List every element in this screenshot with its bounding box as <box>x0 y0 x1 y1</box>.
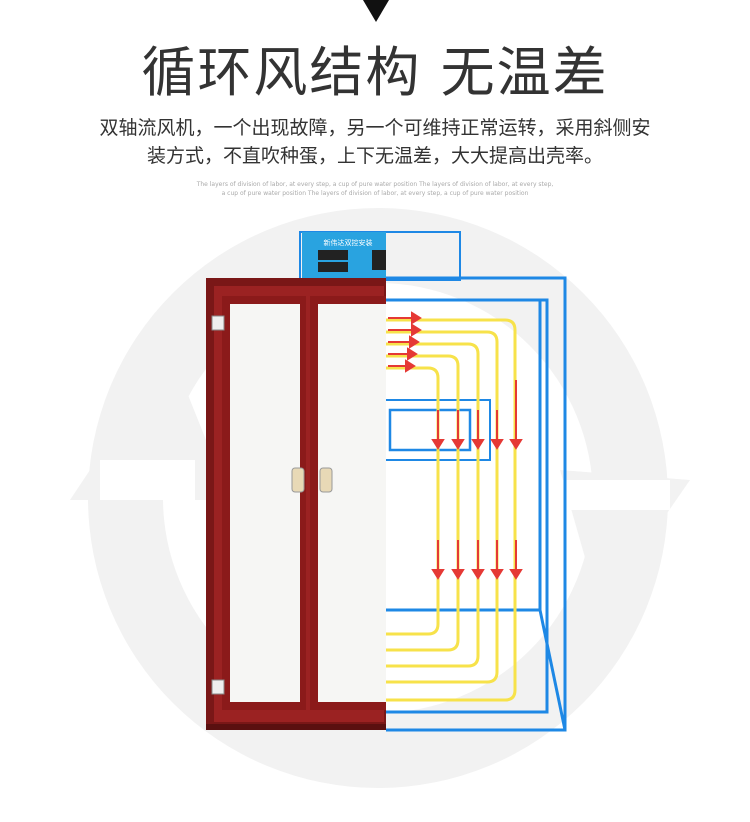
description: 双轴流风机，一个出现故障，另一个可维持正常运转，采用斜侧安 装方式，不直吹种蛋，… <box>28 114 722 170</box>
fine-print-line-2: a cup of pure water position The layers … <box>221 190 529 197</box>
description-line-2: 装方式，不直吹种蛋，上下无温差，大大提高出壳率。 <box>146 145 603 167</box>
hinge <box>211 315 225 331</box>
airflow-loops <box>386 318 517 702</box>
left-door <box>230 304 300 702</box>
door-handle <box>319 467 333 493</box>
door-handle <box>291 467 305 493</box>
airflow-arrows <box>388 311 523 580</box>
fine-print-line-1: The layers of division of labor, at ever… <box>196 181 554 188</box>
down-arrow-icon <box>363 0 389 22</box>
cabinet-outline <box>299 231 567 732</box>
hinge <box>211 679 225 695</box>
fine-print: The layers of division of labor, at ever… <box>150 180 600 198</box>
control-panel-label: 新伟达双控安装 <box>324 238 373 247</box>
cabinet-front <box>206 278 386 730</box>
description-line-1: 双轴流风机，一个出现故障，另一个可维持正常运转，采用斜侧安 <box>99 117 651 139</box>
right-door <box>318 304 386 702</box>
page-title: 循环风结构 无温差 <box>141 41 609 104</box>
control-panel: 新伟达双控安装 <box>302 232 386 278</box>
